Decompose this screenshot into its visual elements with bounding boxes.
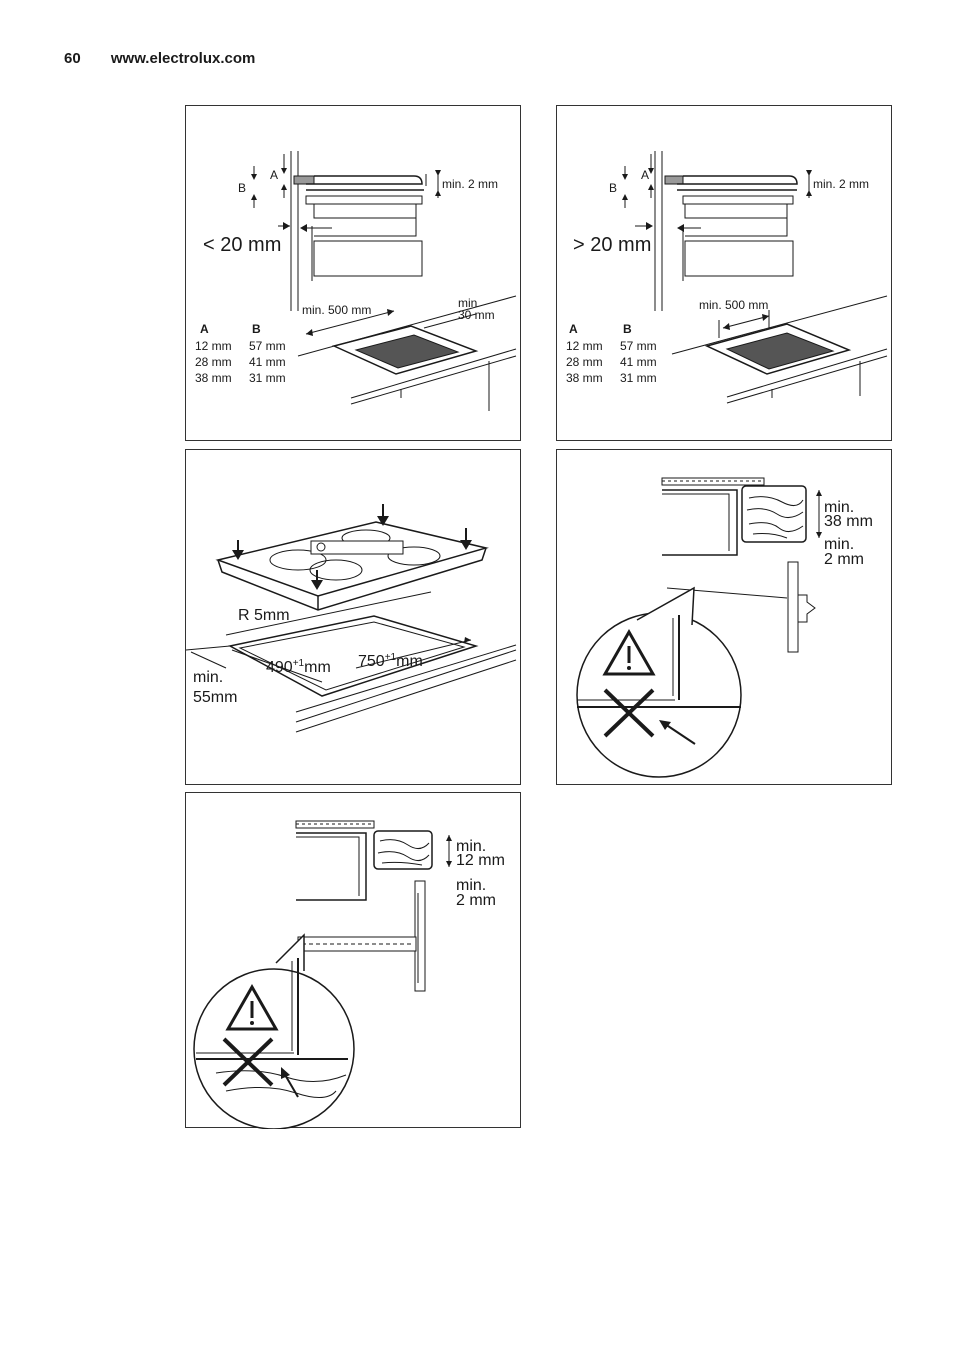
table-cell: 31 mm (249, 371, 286, 385)
min-2mm-label: min. 2 mm (442, 177, 498, 191)
warning-callout (193, 933, 355, 1129)
panel-cutout-dimensions: R 5mm 490+1mm 750+1mm min. 55mm (185, 449, 521, 785)
panel-worktop-12mm: min. 12 mm min. 2 mm (185, 792, 521, 1129)
min-500-label: min. 500 mm (302, 303, 371, 317)
radius-label: R 5mm (238, 607, 290, 624)
table-cell: 57 mm (249, 339, 286, 353)
table-cell: 12 mm (195, 339, 232, 353)
min-30-label-2: 30 mm (458, 308, 495, 322)
page-number: 60 (64, 50, 81, 67)
table-cell: 41 mm (620, 355, 657, 369)
min-2-label-1: min. (824, 536, 854, 553)
down-arrow-icon (232, 540, 244, 560)
width-dimension: 490+1mm (266, 658, 331, 676)
warning-triangle-icon (225, 983, 279, 1031)
min-12-label-1: min. (456, 838, 486, 855)
down-arrow-icon (311, 570, 323, 590)
table-header-b: B (623, 322, 632, 336)
min-38-label-1: min. (824, 499, 854, 516)
table-cell: 38 mm (195, 371, 232, 385)
table-cell: 31 mm (620, 371, 657, 385)
label-a: A (270, 168, 278, 182)
table-cell: 12 mm (566, 339, 603, 353)
length-dimension: 750+1mm (358, 652, 423, 670)
panel-clearance-less-20mm: A B min. 2 mm < 20 mm min. 500 mm min 30… (185, 105, 521, 441)
table-header-a: A (200, 322, 209, 336)
min-label-1: min. (193, 669, 223, 686)
clearance-diagram-less-20mm: A B min. 2 mm < 20 mm min. 500 mm min 30… (195, 151, 517, 411)
pointer-arrow-icon (281, 1067, 299, 1098)
pointer-arrow-icon (659, 720, 696, 745)
min-2mm-label: min. 2 mm (813, 177, 869, 191)
warning-triangle-icon (602, 628, 656, 676)
gap-label: > 20 mm (573, 234, 651, 256)
worktop-diagram-38mm: min. 38 mm min. 2 mm (576, 477, 873, 778)
page-header: 60 www.electrolux.com (64, 50, 255, 67)
min-30-label-1: min (458, 296, 477, 310)
table-header-a: A (569, 322, 578, 336)
label-b: B (609, 181, 617, 195)
down-arrow-icon (377, 504, 389, 526)
min-2-label-2: 2 mm (824, 551, 864, 568)
min-500-label: min. 500 mm (699, 298, 768, 312)
table-cell: 38 mm (566, 371, 603, 385)
table-cell: 28 mm (566, 355, 603, 369)
table-cell: 57 mm (620, 339, 657, 353)
label-a: A (641, 168, 649, 182)
warning-callout (576, 586, 742, 778)
table-cell: 41 mm (249, 355, 286, 369)
down-arrow-icon (460, 528, 472, 550)
min-12-label-2: 12 mm (456, 852, 505, 869)
table-cell: 28 mm (195, 355, 232, 369)
label-b: B (238, 181, 246, 195)
min-label-2: 55mm (193, 689, 237, 706)
worktop-diagram-12mm: min. 12 mm min. 2 mm (193, 820, 505, 1129)
panel-clearance-more-20mm: A B min. 2 mm > 20 mm min. 500 mm A B 12… (556, 105, 892, 441)
cross-icon (222, 1037, 274, 1087)
min-2-label-1: min. (456, 877, 486, 894)
website-url: www.electrolux.com (110, 50, 256, 67)
panel-worktop-38mm: min. 38 mm min. 2 mm (556, 449, 892, 785)
clearance-diagram-more-20mm: A B min. 2 mm > 20 mm min. 500 mm A B 12… (566, 151, 888, 404)
gap-label: < 20 mm (203, 234, 281, 256)
min-2-label-2: 2 mm (456, 892, 496, 909)
min-38-label-2: 38 mm (824, 513, 873, 530)
cross-icon (603, 688, 655, 738)
cutout-diagram: R 5mm 490+1mm 750+1mm min. 55mm (186, 504, 517, 733)
table-header-b: B (252, 322, 261, 336)
